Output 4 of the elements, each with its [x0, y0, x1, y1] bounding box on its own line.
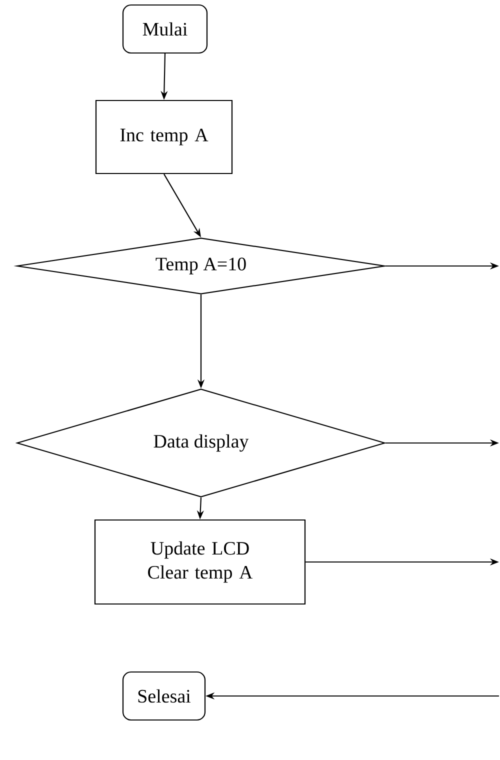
- process-box: Update LCD Clear temp A: [94, 519, 306, 605]
- terminal-box: Selesai: [122, 671, 206, 721]
- process-box: Inc temp A: [95, 100, 233, 174]
- terminal-box: Mulai: [122, 4, 208, 54]
